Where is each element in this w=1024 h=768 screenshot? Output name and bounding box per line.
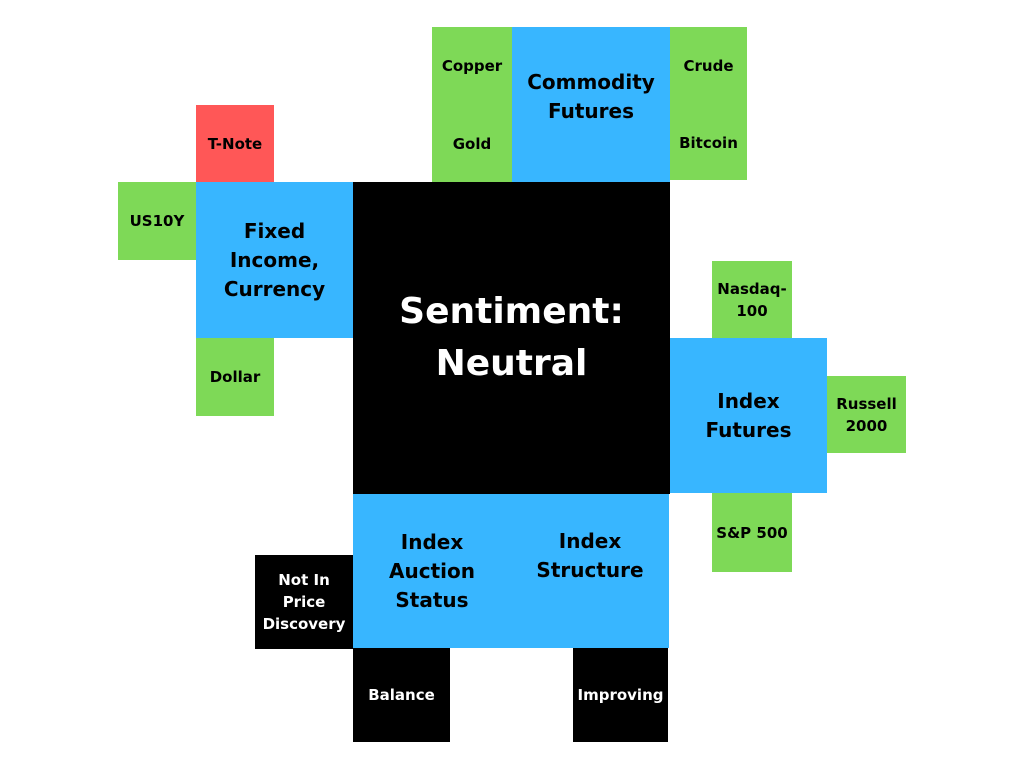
index-structure-box: Index Structure (511, 494, 669, 648)
index-structure-item-improving-label: Improving (577, 686, 664, 704)
index-futures-item-nasdaq-label: Nasdaq- 100 (717, 279, 787, 320)
index-futures-item-russell-label: Russell 2000 (836, 394, 897, 435)
commodity-item-gold-label: Gold (452, 134, 492, 153)
index-structure-label: Index Structure (536, 529, 644, 582)
fixed-income-item-dollar-label: Dollar (209, 368, 261, 386)
index-futures-label: Index Futures (705, 388, 792, 442)
index-futures-item-russell: Russell 2000 (827, 376, 906, 453)
index-auction-item-balance: Balance (353, 648, 450, 742)
commodity-item-bitcoin: Bitcoin (670, 105, 747, 180)
fixed-income-currency-box: Fixed Income, Currency (196, 182, 353, 338)
sentiment-center-box: Sentiment: Neutral (353, 182, 670, 494)
index-auction-item-not-in-price-discovery: Not In Price Discovery (255, 555, 353, 649)
index-auction-item-balance-label: Balance (368, 686, 435, 704)
index-futures-item-sp500: S&P 500 (712, 493, 792, 572)
index-auction-status-box: Index Auction Status (353, 494, 511, 648)
index-auction-status-label: Index Auction Status (389, 529, 475, 612)
commodity-item-copper: Copper (432, 27, 512, 105)
commodity-item-crude: Crude (670, 27, 747, 105)
commodity-item-bitcoin-label: Bitcoin (679, 133, 738, 152)
commodity-item-gold: Gold (432, 105, 512, 182)
fixed-income-item-us10y-label: US10Y (129, 212, 185, 230)
fixed-income-item-dollar: Dollar (196, 338, 274, 416)
index-futures-item-nasdaq: Nasdaq- 100 (712, 261, 792, 338)
fixed-income-item-tnote: T-Note (196, 105, 274, 182)
fixed-income-item-tnote-label: T-Note (207, 134, 263, 153)
index-auction-item-not-in-price-discovery-label: Not In Price Discovery (262, 571, 346, 633)
fixed-income-item-us10y: US10Y (118, 182, 196, 260)
sentiment-label: Sentiment: Neutral (399, 291, 624, 384)
index-structure-item-improving: Improving (573, 648, 668, 742)
fixed-income-currency-label: Fixed Income, Currency (223, 218, 326, 301)
commodity-futures-label: Commodity Futures (527, 69, 655, 123)
commodity-item-copper-label: Copper (441, 57, 503, 75)
commodity-item-crude-label: Crude (683, 57, 734, 75)
commodity-futures-box: Commodity Futures (512, 27, 670, 182)
index-futures-box: Index Futures (670, 338, 827, 493)
index-futures-item-sp500-label: S&P 500 (716, 523, 788, 542)
